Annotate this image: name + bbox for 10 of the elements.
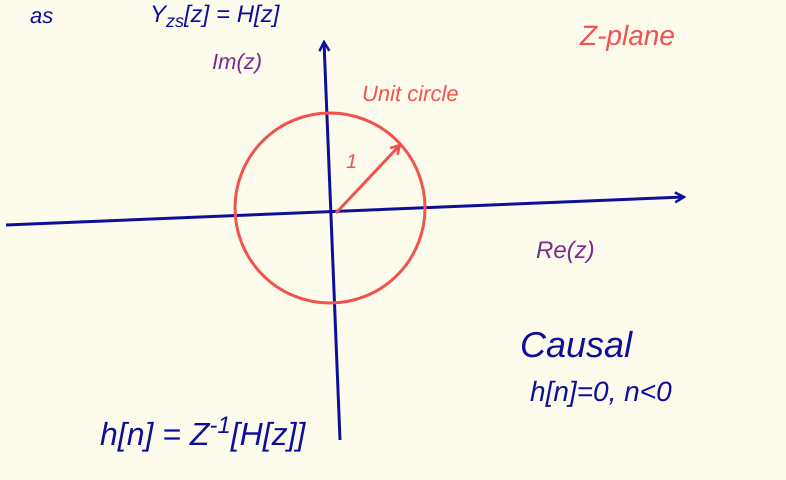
equation: Y$_{zs}$[z] = H[z] bbox=[150, 0, 280, 30]
circle-label: Unit circle bbox=[362, 80, 459, 108]
equation: h[n]=0, n<0 bbox=[530, 375, 672, 409]
axis-label: Re(z) bbox=[536, 236, 595, 266]
text: as bbox=[30, 2, 54, 30]
plane-label: Z-plane bbox=[580, 19, 675, 53]
equation: h[n] = Z$^{-1}$[H[z]] bbox=[100, 414, 306, 454]
axis-label: Im(z) bbox=[212, 48, 262, 76]
radius-label: 1 bbox=[346, 150, 358, 175]
heading: Causal bbox=[520, 323, 632, 367]
